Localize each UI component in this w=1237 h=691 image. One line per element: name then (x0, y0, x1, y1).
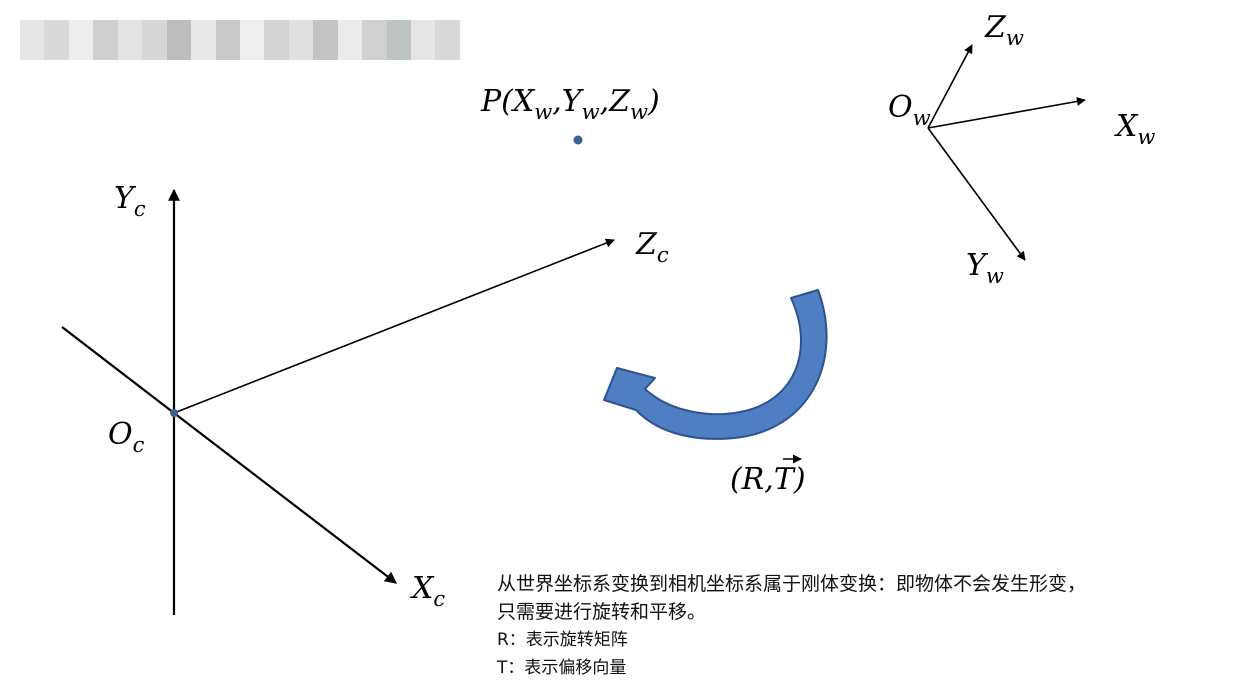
caption-line-rotation: R：表示旋转矩阵 (497, 630, 628, 650)
camera-y-label: Yc (114, 181, 146, 221)
blur-cell (288, 20, 314, 60)
caption-text-block: 从世界坐标系变换到相机坐标系属于刚体变换：即物体不会发生形变， 只需要进行旋转和… (497, 570, 1232, 682)
camera-z-label: Zc (635, 227, 669, 267)
world-origin-label: Ow (888, 90, 931, 130)
blur-cell (142, 20, 167, 60)
caption-line-translation: T：表示偏移向量 (497, 658, 627, 678)
blur-cell (313, 20, 338, 60)
blur-cell (362, 20, 387, 60)
camera-z-axis (173, 238, 615, 414)
camera-x-axis-back (61, 326, 175, 414)
blur-cell (68, 20, 94, 60)
transform-label: (R,T) (730, 462, 806, 497)
blur-cell (20, 20, 45, 60)
world-z-axis (927, 44, 973, 129)
caption-line-1: 从世界坐标系变换到相机坐标系属于刚体变换：即物体不会发生形变， (497, 573, 1087, 595)
blur-cell (166, 20, 192, 60)
world-x-axis (927, 96, 1086, 129)
world-y-label: Yw (966, 248, 1004, 288)
blur-cell (93, 20, 118, 60)
blur-cell (411, 20, 436, 60)
blur-cell (435, 20, 460, 60)
world-x-label: Xw (1114, 109, 1155, 149)
blur-cell (337, 20, 363, 60)
blur-cell (386, 20, 411, 60)
blur-cell (191, 20, 216, 60)
caption-line-2: 只需要进行旋转和平移。 (497, 601, 707, 623)
blurred-header-strip (20, 20, 460, 60)
blur-cell (239, 20, 265, 60)
point-p-dot (573, 135, 583, 145)
blur-cell (264, 20, 289, 60)
world-z-label: Zw (984, 10, 1024, 50)
blur-cell (117, 20, 143, 60)
world-y-axis (927, 127, 1026, 261)
transform-curved-arrow (603, 289, 828, 440)
blur-cell (215, 20, 240, 60)
blur-cell (44, 20, 69, 60)
camera-x-label: Xc (410, 571, 445, 611)
camera-origin-label: Oc (108, 417, 145, 457)
camera-x-axis (173, 412, 397, 584)
point-p-label: P(Xw,Yw,Zw) (480, 84, 660, 124)
camera-origin-dot (170, 409, 178, 417)
